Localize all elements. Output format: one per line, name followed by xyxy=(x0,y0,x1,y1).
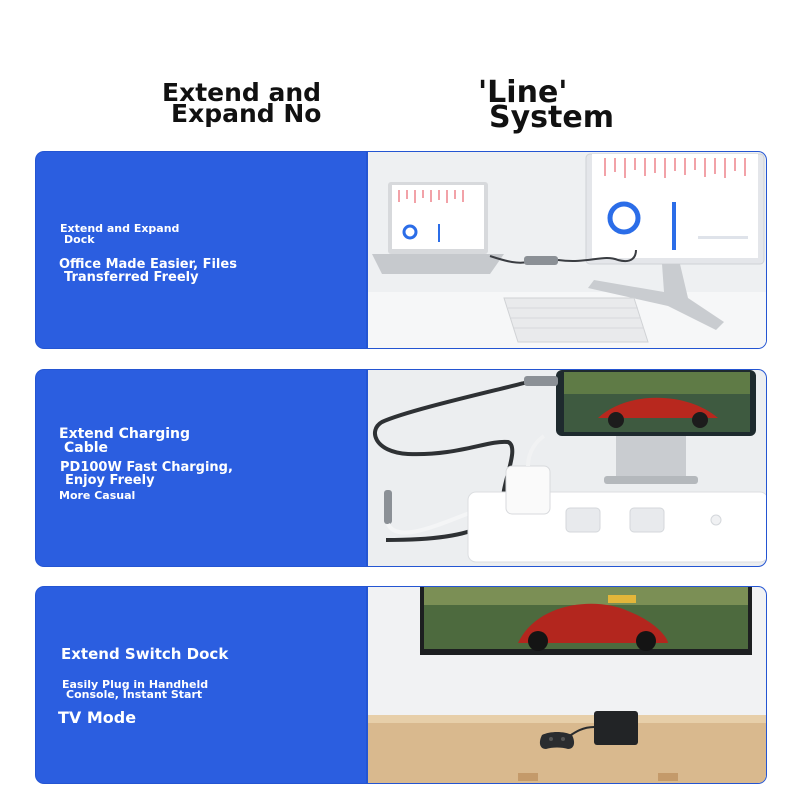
switch-sub-line2: Console, Instant Start xyxy=(66,688,203,701)
switch-extra: TV Mode xyxy=(58,708,137,727)
header-left-line2: Expand No xyxy=(171,99,322,128)
dock-heading-line2: Dock xyxy=(64,233,95,246)
charging-heading-line1: Extend Charging xyxy=(59,426,191,442)
panel-switch: Extend Switch Dock Easily Plug in Handhe… xyxy=(36,587,766,783)
dock-heading-line1: Extend and Expand xyxy=(60,222,180,235)
header-left-line1: Extend and xyxy=(162,78,322,107)
charging-heading-line2: Cable xyxy=(64,440,109,456)
header-right-line2: System xyxy=(489,100,614,135)
panel-charging: Extend Charging Cable PD100W Fast Chargi… xyxy=(36,370,766,566)
charging-extra: More Casual xyxy=(59,489,136,502)
dock-photo xyxy=(366,152,766,348)
header-right-line1: 'Line' xyxy=(478,75,568,110)
charging-photo xyxy=(366,370,766,566)
charging-sub-line1: PD100W Fast Charging, xyxy=(60,460,233,475)
dock-sub-line1: Office Made Easier, Files xyxy=(59,257,237,272)
panel-dock: Extend and Expand Dock Office Made Easie… xyxy=(36,152,766,348)
switch-heading: Extend Switch Dock xyxy=(61,645,229,663)
dock-sub-line2: Transferred Freely xyxy=(64,270,199,285)
switch-sub-line1: Easily Plug in Handheld xyxy=(62,678,209,691)
charging-sub-line2: Enjoy Freely xyxy=(65,473,155,488)
switch-photo xyxy=(366,587,766,783)
